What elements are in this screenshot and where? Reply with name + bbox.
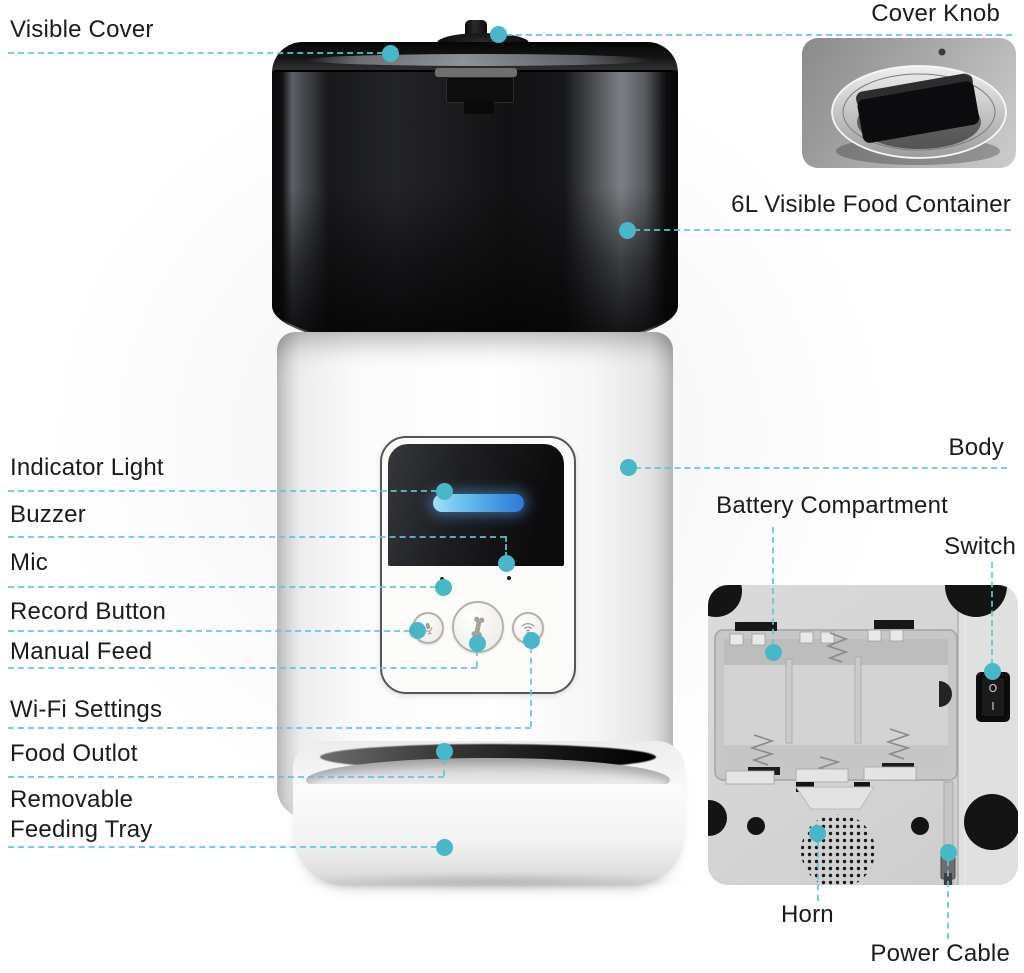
label-wifi-settings: Wi-Fi Settings — [10, 696, 163, 723]
callout-dot-switch — [984, 663, 1001, 680]
label-cover-knob: Cover Knob — [871, 0, 1000, 27]
label-switch: Switch — [944, 533, 1016, 560]
lid-latch-tab — [464, 101, 494, 114]
callout-dot-battery-compartment — [765, 644, 782, 661]
ground-shadow — [286, 872, 696, 890]
lid-latch-bar — [435, 68, 517, 77]
bottom-view-illustration — [708, 585, 1018, 885]
callout-dot-mic — [435, 579, 452, 596]
callout-line-manual-feed-v — [476, 650, 478, 667]
callout-dot-body — [620, 459, 637, 476]
label-body: Body — [948, 434, 1004, 461]
callout-line-food-outlot — [8, 776, 444, 778]
callout-line-mic — [8, 586, 436, 588]
label-buzzer: Buzzer — [10, 501, 86, 528]
tray-latch-bracket — [795, 786, 875, 810]
label-battery-compartment: Battery Compartment — [716, 492, 948, 519]
callout-line-switch — [991, 562, 993, 665]
callout-line-feeding-tray — [8, 846, 437, 848]
callout-dot-visible-cover — [382, 45, 399, 62]
callout-line-cover-knob — [506, 34, 1012, 36]
label-mic: Mic — [10, 549, 48, 576]
callout-dot-power-cable — [940, 844, 957, 861]
switch-mark-on: I — [991, 700, 995, 713]
indicator-light — [433, 494, 524, 512]
lid-reflection — [306, 54, 654, 66]
callout-dot-record-button — [409, 622, 426, 639]
bottom-view-inset-photo — [708, 585, 1018, 885]
callout-dot-horn — [809, 825, 826, 842]
callout-dot-indicator-light — [436, 483, 453, 500]
callout-line-visible-cover — [8, 52, 383, 54]
label-record-button: Record Button — [10, 598, 167, 625]
callout-dot-cover-knob — [490, 26, 507, 43]
callout-line-wifi-settings — [8, 727, 531, 729]
cover-knob-inset-photo — [802, 38, 1016, 168]
label-removable-line2: Feeding Tray — [10, 816, 153, 843]
callout-line-buzzer — [8, 536, 506, 538]
label-visible-cover: Visible Cover — [10, 16, 154, 43]
callout-line-body — [635, 467, 1007, 469]
label-power-cable: Power Cable — [870, 940, 1010, 967]
label-indicator-light: Indicator Light — [10, 454, 164, 481]
callout-dot-buzzer — [498, 555, 515, 572]
callout-line-record-button — [8, 630, 410, 632]
horn-speaker-grid — [801, 814, 875, 885]
callout-dot-manual-feed — [469, 635, 486, 652]
callout-line-buzzer-v — [505, 536, 507, 558]
label-horn: Horn — [781, 901, 834, 928]
callout-line-horn — [817, 841, 819, 901]
callout-line-food-container — [634, 229, 1011, 231]
feeding-tray-front — [293, 784, 685, 886]
callout-dot-wifi-settings — [523, 632, 540, 649]
food-container-shading — [272, 188, 678, 348]
lid-latch-block — [446, 77, 514, 103]
callout-dot-food-container — [619, 222, 636, 239]
label-removable-line1: Removable — [10, 786, 134, 813]
callout-dot-feeding-tray — [436, 839, 453, 856]
callout-line-indicator-light — [8, 490, 437, 492]
label-removable-feeding-tray: Removable Feeding Tray — [10, 785, 152, 845]
callout-line-food-outlot-v — [443, 759, 445, 776]
battery-compartment — [714, 620, 958, 785]
callout-dot-food-outlot — [436, 743, 453, 760]
cover-knob-illustration — [831, 48, 1007, 165]
buzzer-hole — [507, 576, 511, 580]
callout-line-manual-feed — [8, 667, 477, 669]
switch-mark-off: O — [988, 682, 998, 695]
label-food-container: 6L Visible Food Container — [731, 191, 1011, 218]
callout-line-battery-compartment — [772, 527, 774, 645]
label-manual-feed: Manual Feed — [10, 638, 153, 665]
power-switch — [976, 672, 1010, 722]
callout-line-wifi-settings-v — [530, 647, 532, 727]
label-food-outlot: Food Outlot — [10, 740, 138, 767]
callout-line-power-cable — [947, 860, 949, 939]
